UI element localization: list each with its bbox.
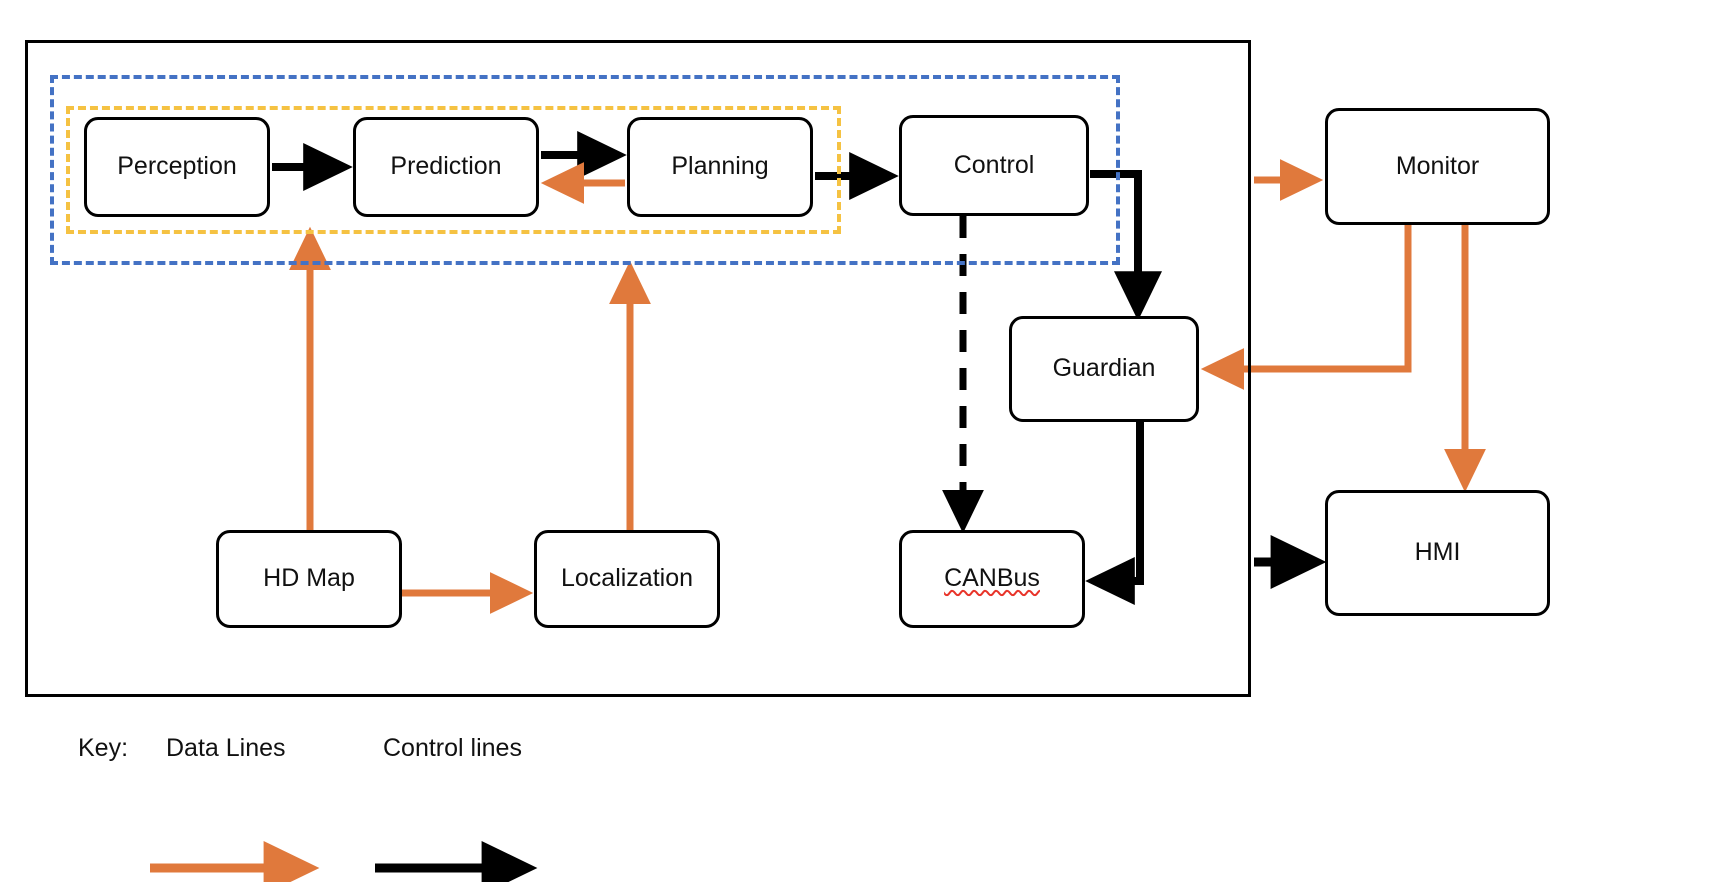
node-guardian[interactable]: Guardian <box>1009 316 1199 422</box>
node-prediction[interactable]: Prediction <box>353 117 539 217</box>
node-label-canbus: CANBus <box>944 564 1040 593</box>
node-control[interactable]: Control <box>899 115 1089 216</box>
edge-monitor-to-guardian <box>1200 225 1412 391</box>
node-canbus[interactable]: CANBus <box>899 530 1085 628</box>
node-label-hmi: HMI <box>1414 538 1461 567</box>
blue-dashed-group-box <box>50 75 1120 265</box>
node-perception[interactable]: Perception <box>84 117 270 217</box>
yellow-dashed-group-box <box>66 106 841 234</box>
node-monitor[interactable]: Monitor <box>1325 108 1550 225</box>
node-label-localization: Localization <box>560 564 694 593</box>
node-label-control: Control <box>953 150 1035 179</box>
edge-guardian-to-canbus <box>1085 422 1144 606</box>
edge-control-to-guardian <box>1090 170 1163 321</box>
node-label-prediction: Prediction <box>390 152 502 181</box>
node-localization[interactable]: Localization <box>534 530 720 628</box>
node-planning[interactable]: Planning <box>627 117 813 217</box>
node-label-perception: Perception <box>117 152 237 181</box>
node-hd-map[interactable]: HD Map <box>216 530 402 628</box>
node-label-hd-map: HD Map <box>263 564 355 593</box>
node-label-guardian: Guardian <box>1052 354 1156 383</box>
node-hmi[interactable]: HMI <box>1325 490 1550 616</box>
node-label-monitor: Monitor <box>1395 151 1480 180</box>
vehicle-boundary-box <box>25 40 1251 697</box>
node-label-planning: Planning <box>671 152 769 181</box>
